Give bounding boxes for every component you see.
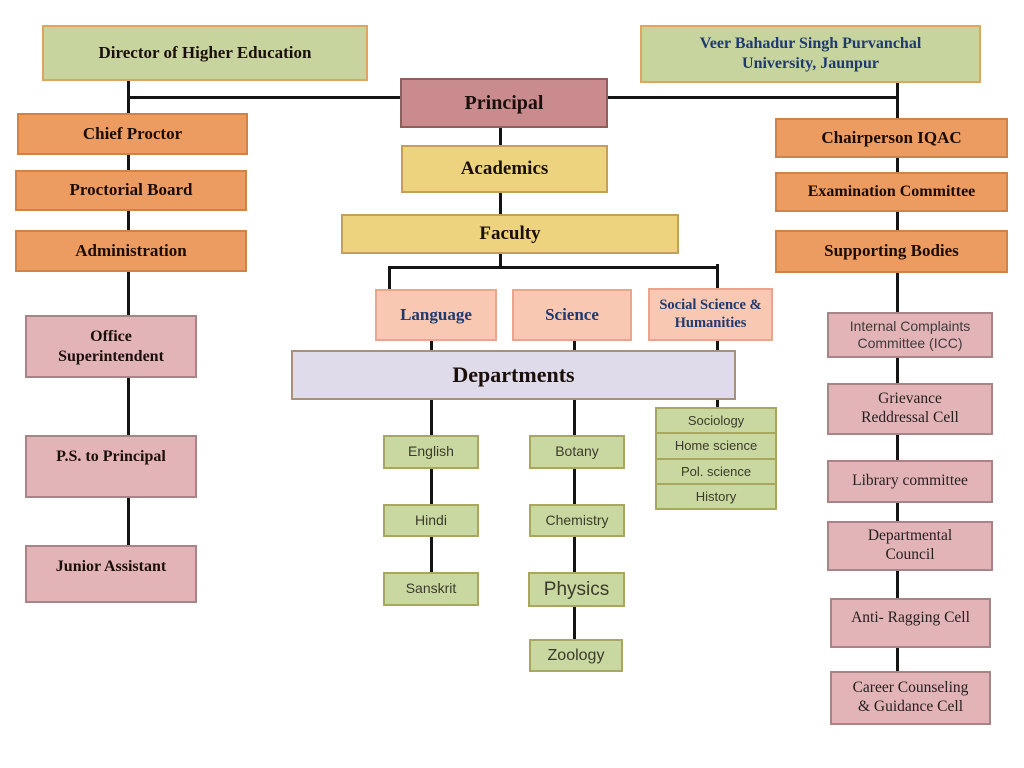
node-faculty: Faculty [341,214,679,254]
node-examination-committee: Examination Committee [775,172,1008,212]
connector-science-column [573,341,576,639]
node-chemistry: Chemistry [529,504,625,537]
node-ps-to-principal: P.S. to Principal [25,435,197,498]
node-university: Veer Bahadur Singh Purvanchal University… [640,25,981,83]
social-science-departments-group: Sociology Home science Pol. science Hist… [655,407,777,510]
node-departments: Departments [291,350,736,400]
node-departmental-council: Departmental Council [827,521,993,571]
connector-branch-language [388,266,391,289]
node-home-science: Home science [657,432,775,457]
node-junior-assistant: Junior Assistant [25,545,197,603]
node-library-committee: Library committee [827,460,993,503]
node-chief-proctor: Chief Proctor [17,113,248,155]
node-language: Language [375,289,497,341]
node-career-counseling-cell: Career Counseling & Guidance Cell [830,671,991,725]
node-administration: Administration [15,230,247,272]
node-history: History [657,482,775,508]
node-science: Science [512,289,632,341]
node-grievance-cell: Grievance Reddressal Cell [827,383,993,435]
node-principal: Principal [400,78,608,128]
node-zoology: Zoology [529,639,623,672]
node-physics: Physics [528,572,625,607]
node-chairperson-iqac: Chairperson IQAC [775,118,1008,158]
connector-center-trunk [499,127,502,268]
connector-left-trunk [127,81,130,545]
node-pol-science: Pol. science [657,457,775,483]
node-academics: Academics [401,145,608,193]
node-sociology: Sociology [687,413,745,429]
node-office-superintendent: Office Superintendent [25,315,197,378]
node-proctorial-board: Proctorial Board [15,170,247,211]
connector-right-trunk [896,83,899,671]
node-director: Director of Higher Education [42,25,368,81]
connector-branch-socialscience [716,264,719,290]
node-english: English [383,435,479,469]
connector-director-principal [127,96,400,99]
node-hindi: Hindi [383,504,479,537]
node-anti-ragging-cell: Anti- Ragging Cell [830,598,991,648]
node-icc: Internal Complaints Committee (ICC) [827,312,993,358]
connector-principal-university [608,96,897,99]
node-botany: Botany [529,435,625,469]
connector-faculty-branch [388,266,719,269]
node-sanskrit: Sanskrit [383,572,479,606]
node-supporting-bodies: Supporting Bodies [775,230,1008,273]
node-social-science: Social Science & Humanities [648,288,773,341]
